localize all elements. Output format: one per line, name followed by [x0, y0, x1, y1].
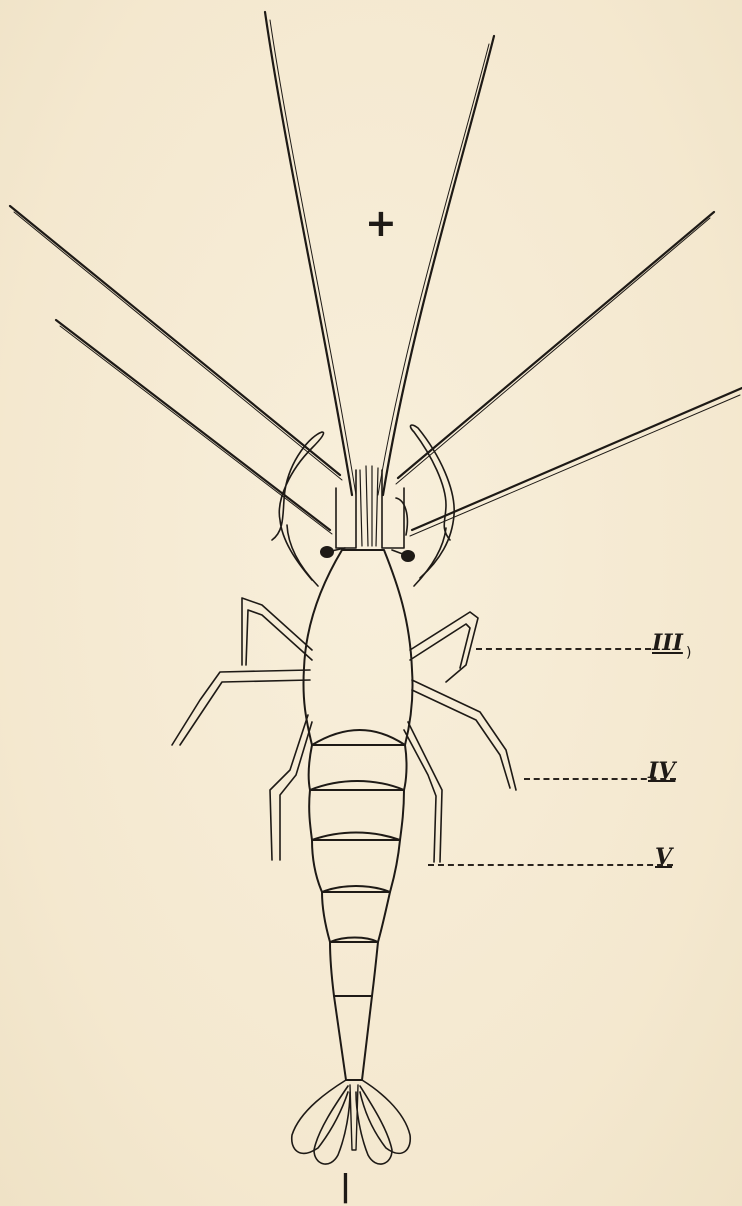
bottom-tick-mark: |	[340, 1172, 351, 1202]
carapace	[303, 550, 412, 745]
leader-line-v	[428, 864, 673, 866]
label-parenthesis: )	[686, 646, 691, 660]
leg-label-v: V	[655, 846, 672, 868]
central-antennae	[265, 12, 494, 495]
leg-label-iii: III	[652, 632, 683, 654]
antennal-bases	[336, 466, 407, 548]
leader-line-iii	[476, 648, 651, 650]
leg-pair-2	[242, 598, 478, 682]
leg-label-iv: IV	[648, 760, 675, 782]
tail-fan	[292, 1080, 411, 1164]
plus-mark: +	[365, 204, 397, 242]
lateral-antennae	[10, 206, 742, 536]
leg-pair-3	[172, 670, 516, 790]
abdomen	[309, 730, 407, 1080]
